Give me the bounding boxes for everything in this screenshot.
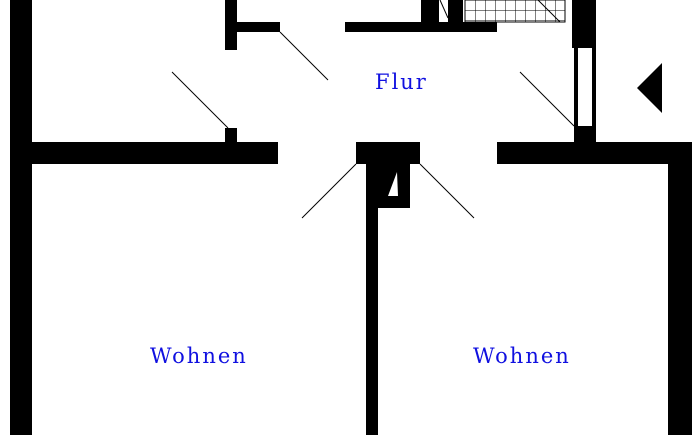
wall-right-upper — [574, 48, 578, 128]
door-swing-hall-top — [279, 31, 329, 81]
wall-right-living — [668, 142, 692, 435]
door-swing-living-right — [419, 163, 475, 219]
shaft-marker-icon — [388, 172, 398, 196]
wall-outer-left — [10, 0, 32, 435]
door-swing-bathroom-2 — [439, 0, 449, 19]
wall-right-upper-2 — [592, 48, 596, 128]
wall-bathroom-left — [421, 0, 439, 32]
bathroom-tiles — [464, 0, 566, 23]
door-swing-bathroom — [537, 0, 561, 23]
triangle-left-icon — [637, 63, 662, 113]
wall-outer-right-top — [572, 0, 596, 48]
wall-left-room-door-post — [225, 128, 237, 144]
wall-shaft-left — [366, 142, 378, 435]
walls — [10, 0, 692, 435]
wall-middle-center — [356, 142, 420, 164]
wall-hall-top-left — [225, 22, 280, 32]
room-label-flur: Flur — [375, 70, 428, 94]
door-swing-left-room — [171, 71, 229, 129]
door-swings — [171, 0, 575, 219]
door-swing-living-left — [301, 163, 357, 219]
room-label-wohnen-right: Wohnen — [473, 344, 571, 368]
wall-middle-right — [497, 142, 692, 164]
room-label-wohnen-left: Wohnen — [150, 344, 248, 368]
door-swing-right-entry — [519, 71, 575, 127]
wall-bathroom-post — [448, 0, 463, 24]
wall-middle-left — [10, 142, 278, 164]
wall-right-post — [574, 126, 596, 144]
